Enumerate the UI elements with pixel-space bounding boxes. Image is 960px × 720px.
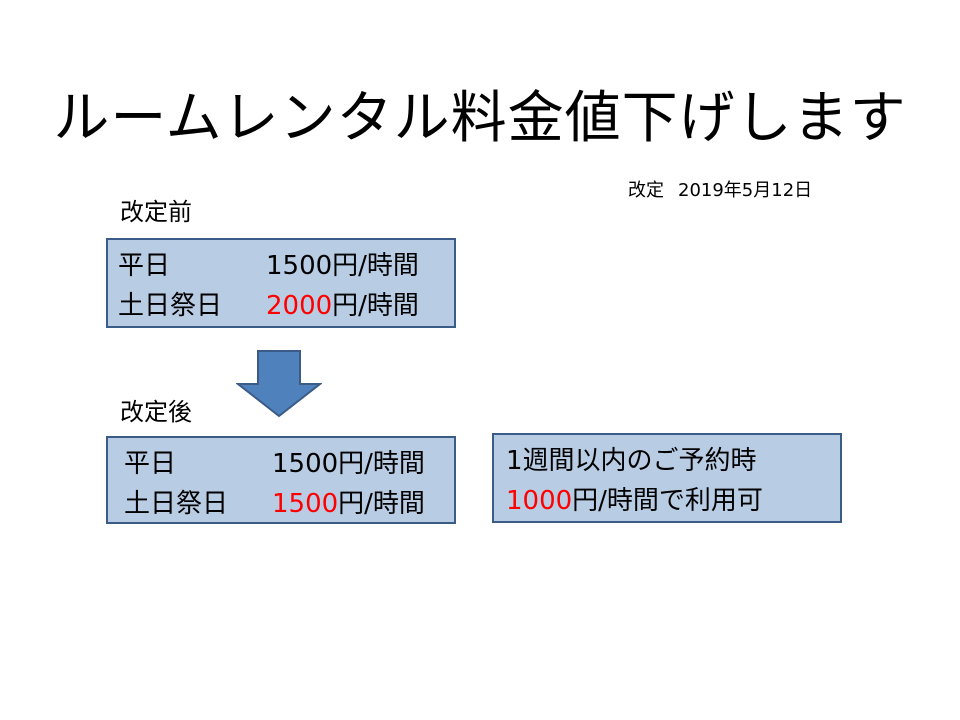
after-holiday-unit: 円/時間 [338, 489, 425, 519]
page-title: ルームレンタル料金値下げします [53, 86, 907, 151]
before-weekday-price: 1500 [266, 251, 333, 281]
after-weekday-unit: 円/時間 [338, 449, 425, 479]
note-discount-text: 円/時間で利用可 [572, 486, 763, 516]
after-heading: 改定後 [120, 398, 192, 426]
before-weekday-label: 平日 [118, 251, 171, 281]
after-weekday-label: 平日 [124, 449, 177, 479]
note-discount-price: 1000 [506, 486, 573, 516]
note-line-1: 1週間以内のご予約時 [506, 446, 757, 476]
revision-label: 改定 [628, 180, 664, 201]
before-holiday-price: 2000 [266, 291, 333, 321]
after-weekday-price: 1500 [272, 449, 339, 479]
revision-date: 改定 2019年5月12日 [628, 178, 812, 204]
before-holiday-unit: 円/時間 [332, 291, 419, 321]
after-holiday-label: 土日祭日 [124, 489, 229, 519]
after-holiday-price: 1500 [272, 489, 339, 519]
down-arrow-icon [236, 350, 322, 418]
before-holiday-label: 土日祭日 [118, 291, 223, 321]
before-heading: 改定前 [120, 198, 192, 226]
revision-date-value: 2019年5月12日 [678, 180, 813, 201]
before-weekday-unit: 円/時間 [332, 251, 419, 281]
